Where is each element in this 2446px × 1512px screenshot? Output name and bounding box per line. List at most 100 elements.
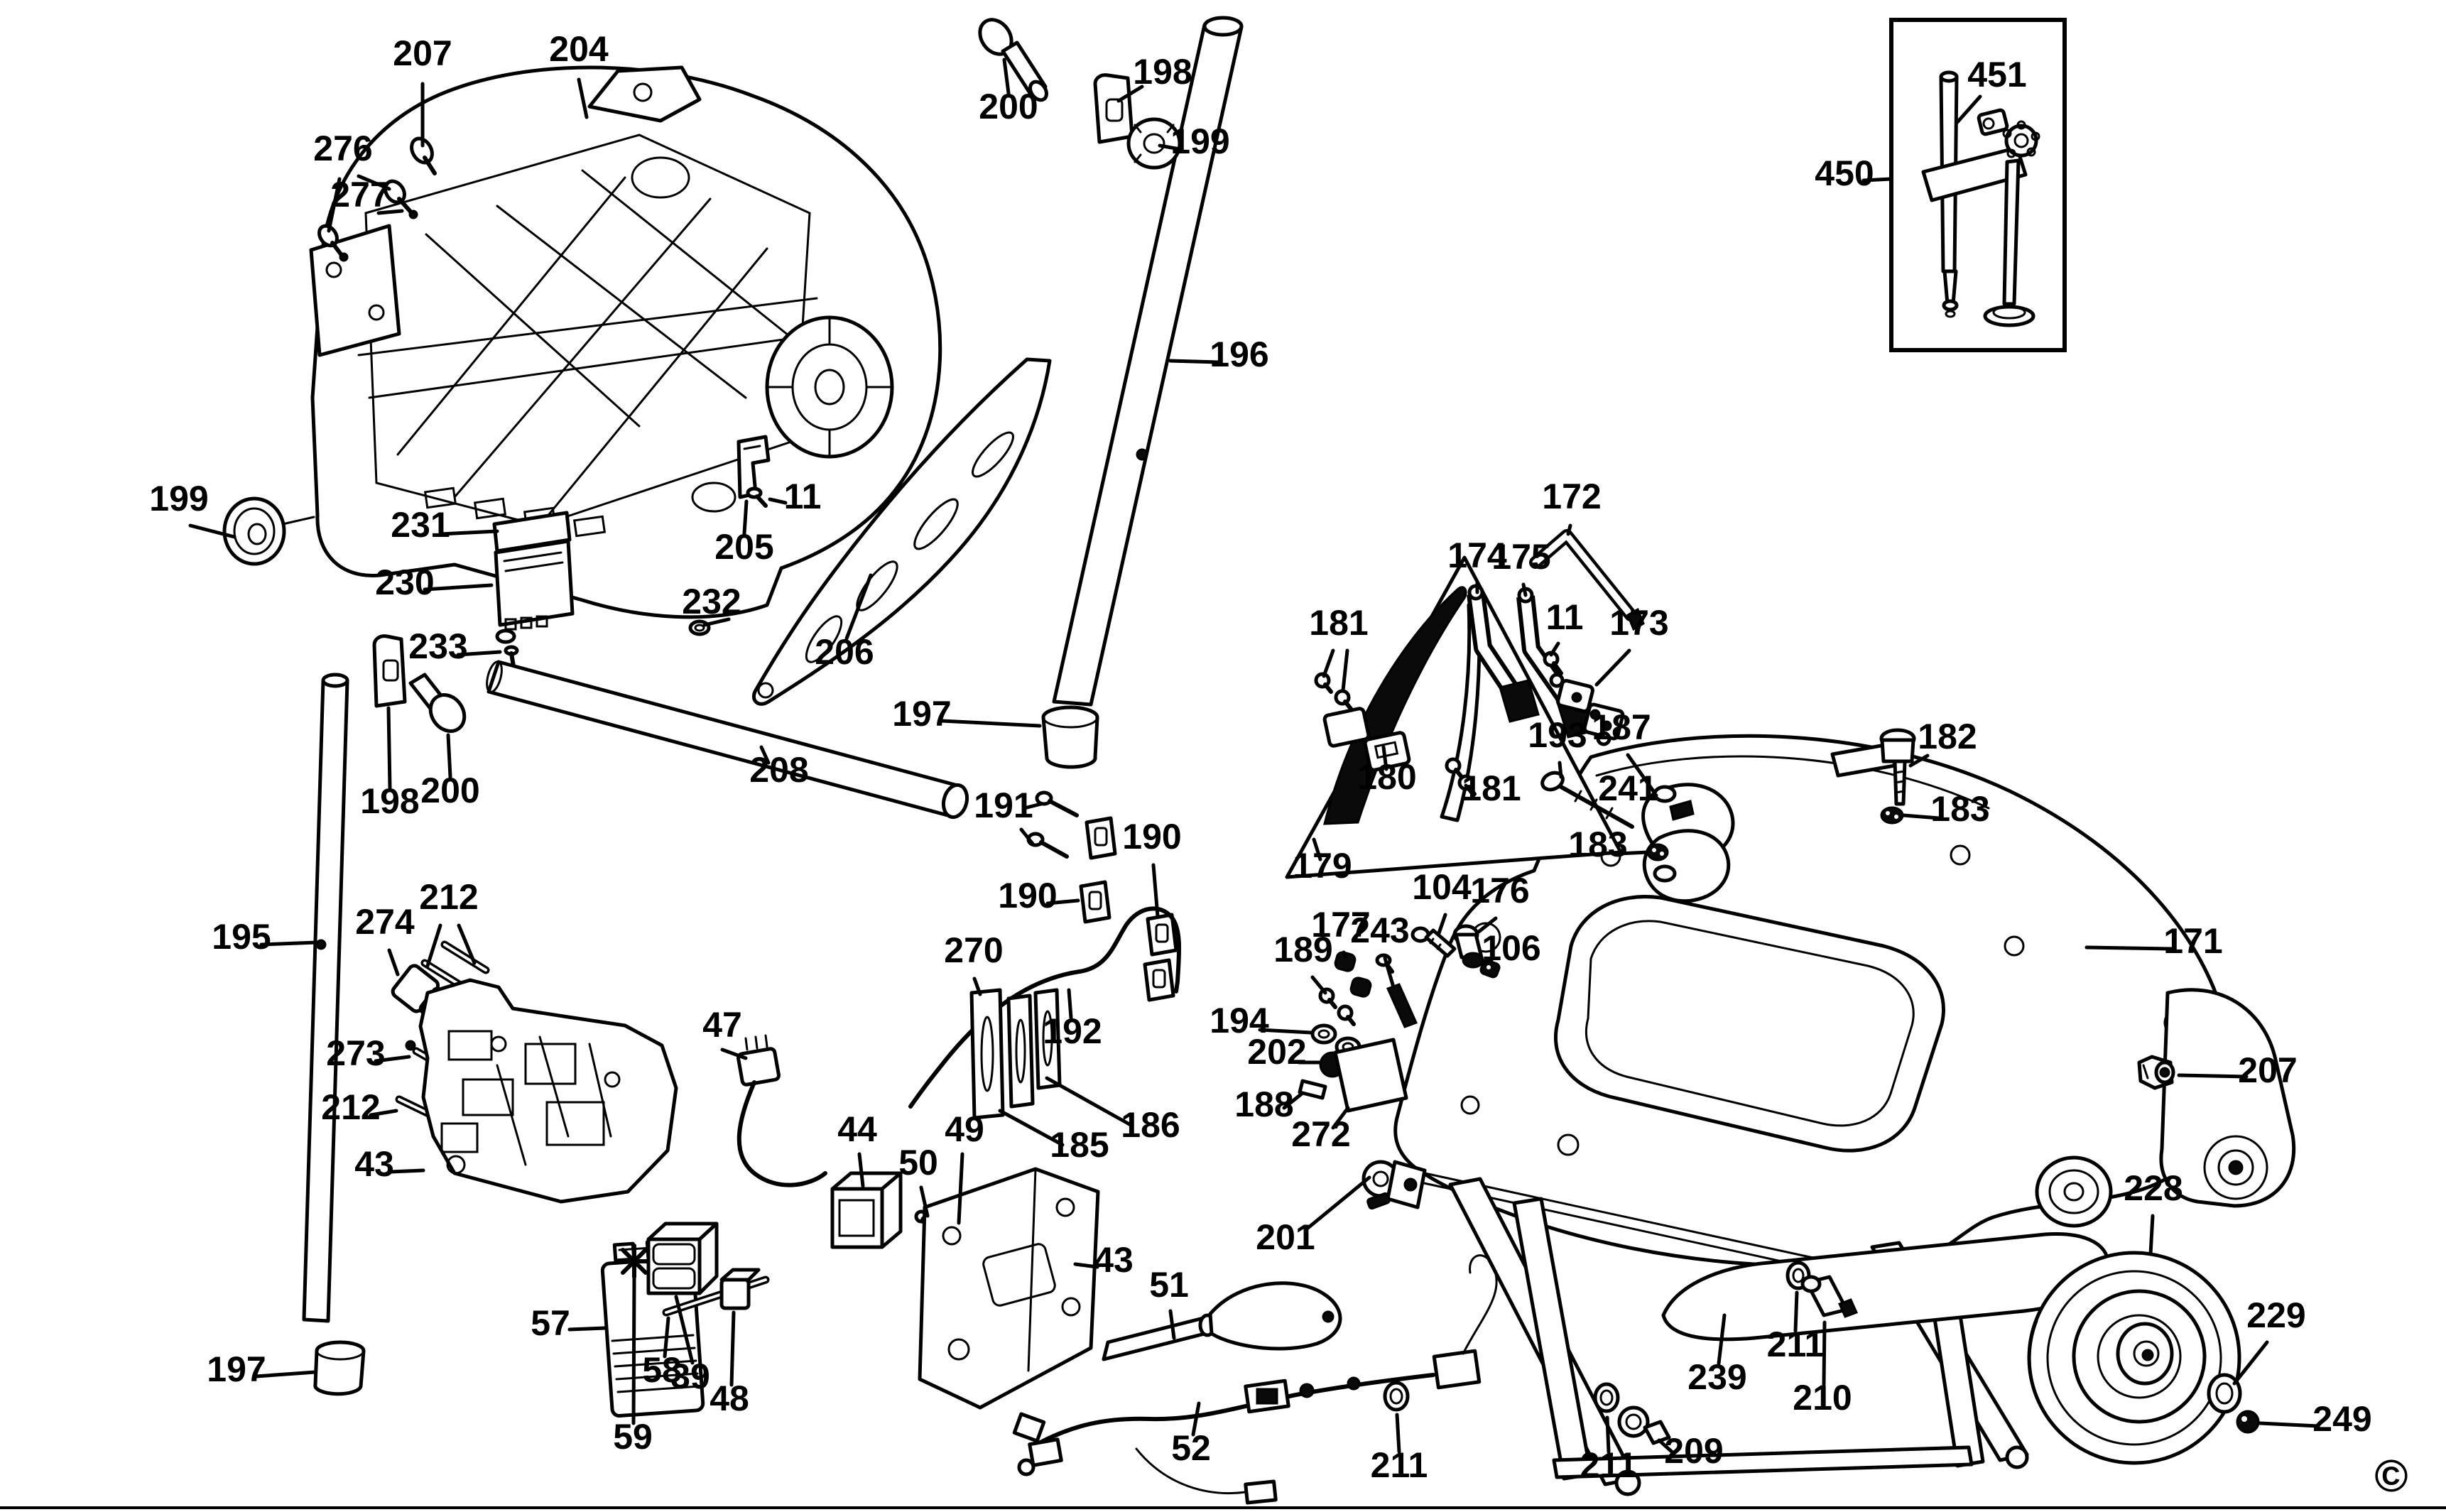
leader-line-230 <box>423 583 494 592</box>
leader-line-39 <box>674 1295 695 1365</box>
leader-line-186 <box>1045 1076 1133 1127</box>
leader-line-193 <box>1558 761 1563 779</box>
part-number-202: 202 <box>1247 1032 1306 1072</box>
leader-line-173 <box>1594 648 1631 687</box>
leader-line-182 <box>1908 754 1930 768</box>
screw-182-drawing <box>1879 728 1916 806</box>
part-number-270: 270 <box>944 930 1003 970</box>
leader-line-191 <box>1019 827 1035 846</box>
part-number-211: 211 <box>1371 1445 1428 1485</box>
leader-line-196 <box>1168 359 1221 364</box>
screws-276-277-drawing <box>317 179 418 262</box>
leader-line-190 <box>1045 898 1080 905</box>
part-number-175: 175 <box>1491 537 1550 577</box>
nut-183a-drawing <box>1646 843 1669 861</box>
part-number-450: 450 <box>1815 153 1874 193</box>
leader-line-57 <box>567 1326 607 1332</box>
bracket-205-drawing <box>736 435 771 508</box>
leader-line-277 <box>376 209 404 215</box>
leader-line-211 <box>1605 1415 1611 1454</box>
part-number-181: 181 <box>1309 603 1368 643</box>
leader-line-106 <box>1482 958 1494 965</box>
leader-line-181 <box>1322 648 1335 678</box>
part-number-276: 276 <box>313 129 372 168</box>
part-number-49: 49 <box>945 1109 984 1149</box>
part-number-206: 206 <box>815 632 874 672</box>
part-number-43: 43 <box>1094 1240 1134 1280</box>
leader-line-451 <box>1955 94 1982 124</box>
part-number-243: 243 <box>1350 910 1409 950</box>
copyright-symbol: © <box>2374 1450 2408 1501</box>
leader-line-176 <box>1477 916 1498 934</box>
leader-line-273 <box>374 1055 411 1063</box>
part-number-195: 195 <box>212 917 271 957</box>
leader-line-239 <box>1717 1313 1727 1366</box>
leader-line-183 <box>1616 850 1650 856</box>
part-number-274: 274 <box>355 902 415 942</box>
part-number-182: 182 <box>1918 717 1977 756</box>
screw-207a-drawing <box>410 136 437 175</box>
part-number-52: 52 <box>1171 1428 1211 1468</box>
part-number-241: 241 <box>1598 768 1657 808</box>
part-number-200: 200 <box>420 771 479 810</box>
leader-line-276 <box>327 177 342 233</box>
leader-line-232 <box>702 617 731 627</box>
leader-line-199 <box>188 523 237 539</box>
part-number-183: 183 <box>1568 825 1627 864</box>
part-number-209: 209 <box>1664 1431 1723 1471</box>
leader-line-187 <box>1626 753 1656 793</box>
leader-line-272 <box>1331 1106 1350 1130</box>
leader-line-210 <box>1822 1320 1827 1386</box>
part-number-194: 194 <box>1210 1001 1269 1040</box>
part-number-58: 58 <box>642 1350 682 1390</box>
saw-frame-drawing <box>1393 734 2296 1496</box>
screw-207b-drawing <box>2137 1055 2175 1090</box>
part-number-190: 190 <box>998 876 1057 915</box>
part-number-239: 239 <box>1687 1357 1746 1397</box>
leader-line-198 <box>386 706 392 790</box>
leader-lines-layer <box>188 58 2320 1455</box>
washer-241-drawing <box>1653 785 1677 803</box>
carriage-cluster-drawing <box>391 940 827 1204</box>
part-number-106: 106 <box>1482 928 1540 968</box>
knob-199-drawing <box>222 496 315 566</box>
part-number-272: 272 <box>1291 1114 1350 1154</box>
leader-line-58 <box>663 1316 670 1359</box>
leader-line-181 <box>1464 783 1474 796</box>
leader-line-249 <box>2258 1421 2320 1428</box>
leader-line-204 <box>577 77 589 119</box>
leader-line-175 <box>1521 582 1528 597</box>
wheel-fasteners-drawing <box>1383 1261 2260 1445</box>
part-number-231: 231 <box>391 505 450 545</box>
leader-line-172 <box>1566 523 1572 536</box>
top-hardware-drawing <box>978 18 1182 170</box>
part-number-233: 233 <box>408 626 467 666</box>
leader-line-44 <box>857 1152 865 1188</box>
part-number-198: 198 <box>1133 52 1192 92</box>
leader-line-191 <box>1022 802 1043 810</box>
part-number-181: 181 <box>1462 768 1521 808</box>
part-number-48: 48 <box>710 1378 749 1418</box>
part-number-47: 47 <box>702 1005 742 1045</box>
part-number-273: 273 <box>326 1033 385 1073</box>
part-number-229: 229 <box>2246 1295 2305 1335</box>
leader-line-274 <box>387 948 400 977</box>
tube-208-drawing <box>486 660 969 820</box>
leader-line-192 <box>1067 988 1073 1020</box>
leader-line-199 <box>1158 143 1182 151</box>
part-number-51: 51 <box>1149 1265 1189 1305</box>
part-number-171: 171 <box>2163 921 2222 961</box>
part-number-172: 172 <box>1542 477 1601 516</box>
part-number-190: 190 <box>1122 817 1181 856</box>
part-number-210: 210 <box>1793 1378 1852 1418</box>
bracket-173-drawing <box>1543 651 1625 746</box>
leader-line-48 <box>729 1310 736 1387</box>
part-number-57: 57 <box>531 1303 570 1343</box>
leader-line-231 <box>438 529 499 536</box>
brush-assembly-drawing <box>492 511 711 673</box>
part-number-50: 50 <box>898 1143 938 1182</box>
wheel-228-drawing <box>2027 1251 2241 1465</box>
part-number-205: 205 <box>714 527 773 567</box>
